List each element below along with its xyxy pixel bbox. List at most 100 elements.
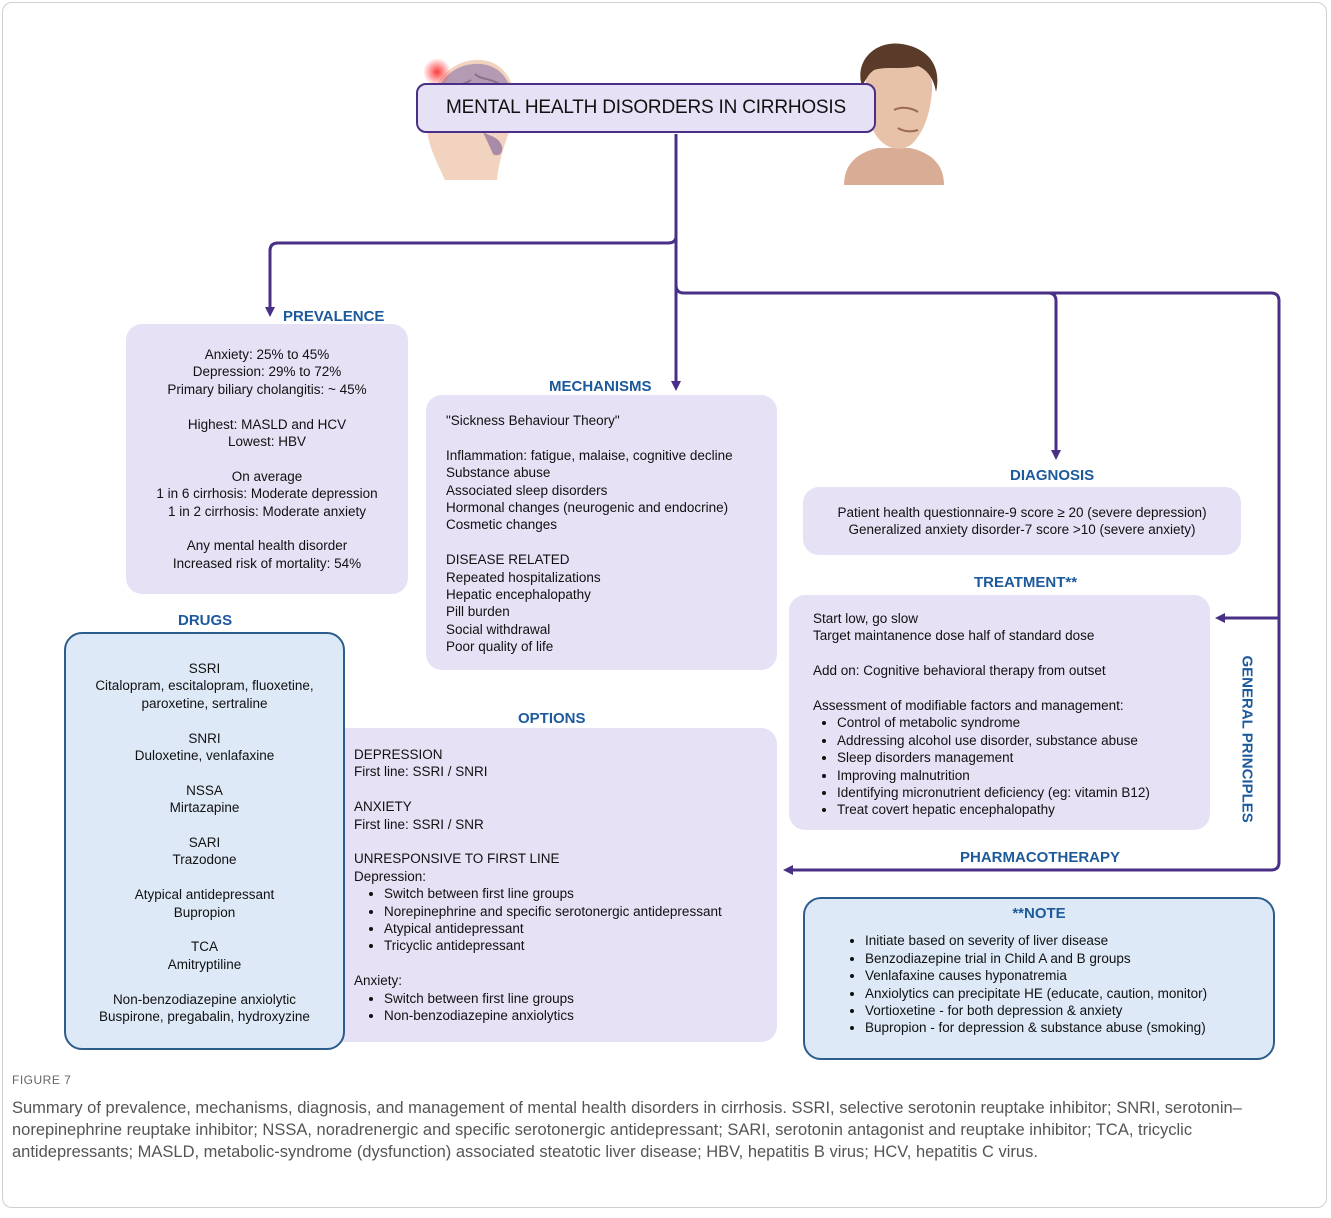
drugs-line	[66, 712, 343, 729]
drugs-heading: DRUGS	[178, 612, 233, 629]
options-line	[354, 833, 777, 850]
treatment-bullet: Sleep disorders management	[837, 749, 1210, 766]
figure-caption: FIGURE 7 Summary of prevalence, mechanis…	[12, 1069, 1312, 1163]
options-depression-bullet: Switch between first line groups	[384, 885, 777, 902]
options-depression-bullet: Tricyclic antidepressant	[384, 937, 777, 954]
note-bullet: Venlafaxine causes hyponatremia	[865, 967, 1273, 984]
mechanisms-line: Social withdrawal	[446, 621, 551, 637]
prevalence-heading: PREVALENCE	[283, 308, 385, 325]
mechanisms-line: "Sickness Behaviour Theory"	[446, 413, 620, 428]
note-bullet: Benzodiazepine trial in Child A and B gr…	[865, 950, 1273, 967]
figure-label: FIGURE 7	[12, 1073, 72, 1087]
mechanisms-line: Cosmetic changes	[446, 517, 558, 533]
diagram-title: MENTAL HEALTH DISORDERS IN CIRRHOSIS	[416, 83, 876, 133]
mechanisms-line: Inflammation: fatigue, malaise, cognitiv…	[446, 447, 733, 463]
treatment-bullet: Identifying micronutrient deficiency (eg…	[837, 784, 1210, 801]
options-box: DEPRESSION First line: SSRI / SNRI ANXIE…	[300, 728, 777, 1042]
treatment-line: Assessment of modifiable factors and man…	[813, 698, 1124, 713]
drugs-line: Citalopram, escitalopram, fluoxetine,	[95, 678, 314, 694]
treatment-bullet: Control of metabolic syndrome	[837, 714, 1210, 731]
drugs-line	[66, 764, 343, 781]
options-line: Depression:	[354, 868, 427, 884]
mechanisms-line: Pill burden	[446, 604, 510, 620]
options-depression-list: Switch between first line groups Norepin…	[354, 885, 777, 955]
drugs-line: Non-benzodiazepine anxiolytic	[112, 991, 297, 1007]
mechanisms-line: Associated sleep disorders	[446, 482, 608, 498]
prevalence-line: 1 in 6 cirrhosis: Moderate depression	[156, 486, 378, 502]
note-bullet: Vortioxetine - for both depression & anx…	[865, 1002, 1273, 1019]
diagnosis-line: Patient health questionnaire-9 score ≥ 2…	[837, 505, 1207, 520]
options-line: First line: SSRI / SNRI	[354, 764, 488, 780]
drugs-line: Bupropion	[173, 904, 236, 920]
treatment-bullet: Addressing alcohol use disorder, substan…	[837, 732, 1210, 749]
pharmacotherapy-label: PHARMACOTHERAPY	[960, 849, 1121, 866]
caption-text: Summary of prevalence, mechanisms, diagn…	[12, 1099, 1242, 1161]
prevalence-line: Primary biliary cholangitis: ~ 45%	[167, 381, 367, 397]
drugs-line: NSSA	[186, 782, 223, 798]
options-heading: OPTIONS	[518, 710, 586, 727]
note-bullet-list: Initiate based on severity of liver dise…	[841, 932, 1273, 1036]
drugs-line: TCA	[191, 939, 218, 955]
options-depression-bullet: Norepinephrine and specific serotonergic…	[384, 903, 777, 920]
treatment-bullet: Treat covert hepatic encephalopathy	[837, 801, 1210, 818]
options-line: ANXIETY	[354, 799, 412, 815]
treatment-box: Start low, go slow Target maintanence do…	[789, 595, 1210, 830]
options-anxiety-bullet: Non-benzodiazepine anxiolytics	[384, 1007, 777, 1024]
options-line: First line: SSRI / SNR	[354, 816, 484, 832]
note-heading: **NOTE	[1012, 905, 1066, 922]
mechanisms-line: Poor quality of life	[446, 639, 554, 655]
drugs-line: Duloxetine, venlafaxine	[134, 748, 275, 764]
mechanisms-line: Substance abuse	[446, 465, 551, 481]
note-box: **NOTE Initiate based on severity of liv…	[803, 897, 1275, 1060]
options-line	[354, 781, 777, 798]
drugs-line	[66, 869, 343, 886]
prevalence-line: Lowest: HBV	[227, 434, 307, 450]
prevalence-line: Anxiety: 25% to 45%	[204, 347, 330, 362]
mechanisms-box: "Sickness Behaviour Theory" Inflammation…	[426, 395, 777, 670]
drugs-line: Atypical antidepressant	[134, 887, 275, 903]
connector-right-bus	[674, 284, 1281, 875]
drugs-box: SSRI Citalopram, escitalopram, fluoxetin…	[64, 632, 345, 1050]
options-line: DEPRESSION	[354, 747, 443, 762]
options-line-spacer	[354, 955, 777, 972]
mechanisms-line: Hormonal changes (neurogenic and endocri…	[446, 500, 729, 516]
prevalence-line: Highest: MASLD and HCV	[187, 416, 347, 432]
drugs-line: Buspirone, pregabalin, hydroxyzine	[99, 1009, 310, 1025]
prevalence-line: Increased risk of mortality: 54%	[172, 555, 362, 571]
mechanisms-heading: MECHANISMS	[549, 378, 652, 395]
options-depression-bullet: Atypical antidepressant	[384, 920, 777, 937]
drugs-line	[66, 817, 343, 834]
mechanisms-line: Repeated hospitalizations	[446, 569, 601, 585]
treatment-line: Add on: Cognitive behavioral therapy fro…	[813, 663, 1106, 679]
drugs-line: SNRI	[188, 730, 221, 746]
diagnosis-heading: DIAGNOSIS	[1010, 467, 1095, 484]
prevalence-box: Anxiety: 25% to 45% Depression: 29% to 7…	[126, 324, 408, 594]
treatment-line: Target maintanence dose half of standard…	[813, 628, 1095, 644]
drugs-line: SARI	[188, 835, 221, 851]
drugs-line: SSRI	[188, 661, 221, 676]
treatment-heading: TREATMENT**	[974, 574, 1078, 591]
mechanisms-line: DISEASE RELATED	[446, 552, 570, 568]
drugs-line: Amitryptiline	[167, 956, 242, 972]
treatment-line: Start low, go slow	[813, 611, 919, 626]
connector-to-diagnosis	[1047, 291, 1061, 460]
note-bullet: Anxiolytics can precipitate HE (educate,…	[865, 985, 1273, 1002]
options-anxiety-bullet: Switch between first line groups	[384, 990, 777, 1007]
connector-to-prevalence	[265, 235, 678, 317]
drugs-line	[66, 973, 343, 990]
options-anxiety-label: Anxiety:	[354, 973, 403, 989]
options-line: UNRESPONSIVE TO FIRST LINE	[354, 851, 560, 867]
prevalence-line: On average	[231, 468, 303, 484]
drugs-line: Trazodone	[172, 852, 237, 868]
drugs-line: paroxetine, sertraline	[141, 695, 268, 711]
diagnosis-box: Patient health questionnaire-9 score ≥ 2…	[803, 487, 1241, 555]
treatment-bullet-list: Control of metabolic syndrome Addressing…	[813, 714, 1210, 818]
note-bullet: Initiate based on severity of liver dise…	[865, 932, 1273, 949]
drugs-line: Mirtazapine	[169, 800, 240, 816]
options-anxiety-list: Switch between first line groups Non-ben…	[354, 990, 777, 1025]
mechanisms-line: Hepatic encephalopathy	[446, 587, 591, 603]
diagnosis-line: Generalized anxiety disorder-7 score >10…	[848, 522, 1196, 538]
note-bullet: Bupropion - for depression & substance a…	[865, 1019, 1273, 1036]
